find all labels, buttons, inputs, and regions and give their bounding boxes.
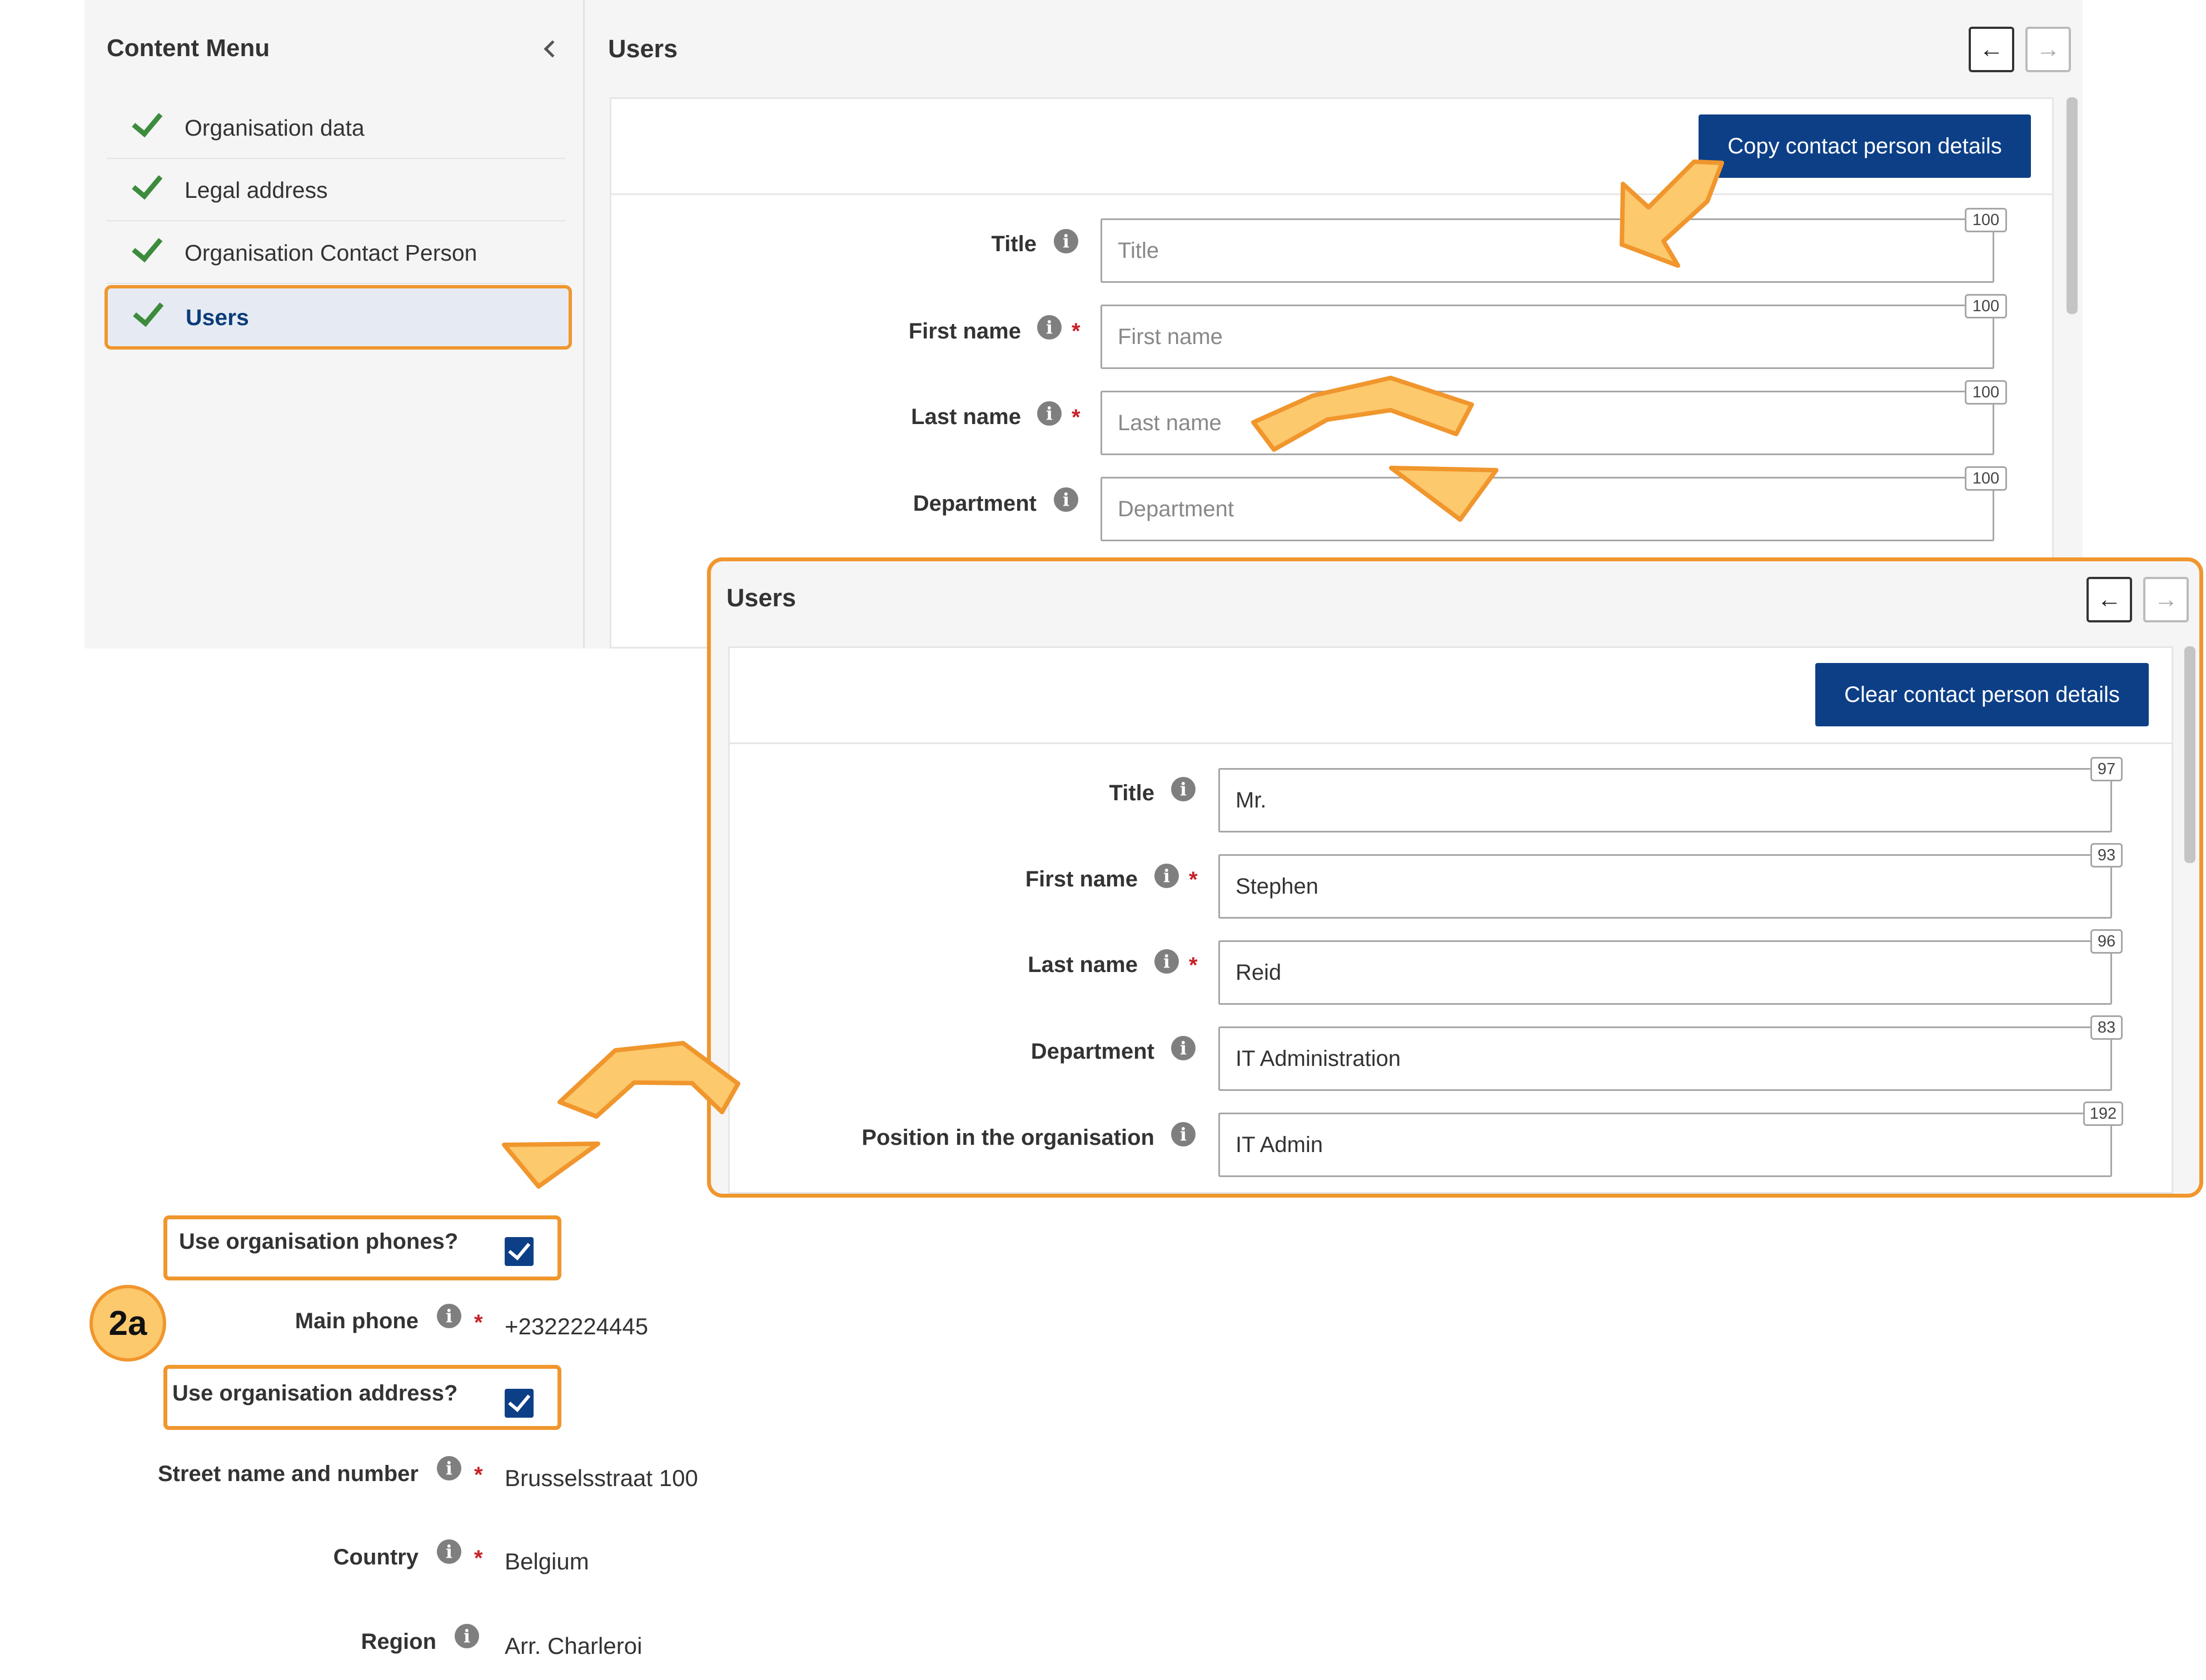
department-label: Department [1030,1039,1154,1064]
first-name-label: First name [908,319,1021,343]
sidebar-item-label: Users [186,304,249,330]
character-counter: 100 [1965,208,2007,232]
info-icon[interactable]: i [455,1624,479,1648]
title-label: Title [1109,781,1154,805]
arrow-left-icon: ← [1979,36,2004,63]
sidebar-item-organisation-contact-person[interactable]: Organisation Contact Person [107,223,565,284]
character-counter: 83 [2090,1015,2123,1040]
forward-button[interactable]: → [2025,27,2071,72]
main-phone-value: +2322224445 [505,1313,649,1339]
info-icon[interactable]: i [1171,1122,1196,1146]
street-name-label: Street name and number [157,1462,419,1486]
required-asterisk: * [1189,953,1198,978]
use-organisation-phones-label: Use organisation phones? [179,1229,459,1254]
last-name-label: Last name [911,405,1021,429]
info-icon[interactable]: i [1037,401,1062,426]
info-icon[interactable]: i [1171,777,1196,801]
title-input[interactable]: Mr. [1218,768,2112,832]
required-asterisk: * [1072,405,1080,430]
use-organisation-phones-checkbox[interactable] [505,1237,534,1266]
callout-arrow-icon [1389,466,1498,522]
info-icon[interactable]: i [1171,1036,1196,1060]
first-name-label: First name [1025,867,1138,891]
scrollbar[interactable] [2184,646,2195,863]
back-button[interactable]: ← [1969,27,2014,72]
character-counter: 100 [1965,294,2007,318]
street-name-value: Brusselsstraat 100 [505,1465,698,1491]
scrollbar[interactable] [2066,97,2078,314]
arrow-left-icon: ← [2097,586,2122,613]
use-organisation-phones-highlight [163,1215,561,1280]
character-counter: 96 [2090,929,2123,954]
users-panel-title: Users [608,34,678,63]
card-divider [730,742,2172,744]
required-asterisk: * [474,1546,483,1571]
first-name-input[interactable]: First name [1100,305,1994,369]
country-label: Country [333,1545,419,1569]
step-badge: 2a [89,1285,166,1362]
sidebar-item-users[interactable]: Users [104,285,572,350]
country-value: Belgium [505,1548,589,1574]
clear-contact-person-details-button[interactable]: Clear contact person details [1815,663,2149,726]
sidebar-item-label: Organisation data [185,114,365,141]
department-input[interactable]: IT Administration [1218,1026,2112,1091]
character-counter: 100 [1965,466,2007,491]
title-input[interactable]: Title [1100,218,1994,283]
info-icon[interactable]: i [437,1456,461,1480]
info-icon[interactable]: i [1054,487,1078,512]
position-in-organisation-label: Position in the organisation [862,1125,1154,1150]
callout-arrow-icon [557,1041,740,1119]
last-name-label: Last name [1028,953,1138,977]
character-counter: 93 [2090,843,2123,868]
last-name-input[interactable]: Last name [1100,391,1994,455]
region-value: Arr. Charleroi [505,1633,643,1659]
arrow-right-icon: → [2036,36,2060,63]
use-organisation-address-checkbox[interactable] [505,1389,534,1418]
main-phone-label: Main phone [295,1309,419,1333]
department-input[interactable]: Department [1100,477,1994,541]
first-name-input[interactable]: Stephen [1218,854,2112,919]
forward-button[interactable]: → [2143,577,2189,622]
callout-arrow-icon [1620,159,1724,268]
back-button[interactable]: ← [2087,577,2132,622]
sidebar-item-organisation-data[interactable]: Organisation data [107,98,565,159]
title-label: Title [991,232,1037,256]
callout-arrow-icon [502,1141,600,1189]
sidebar-item-label: Organisation Contact Person [185,240,477,266]
character-counter: 100 [1965,380,2007,405]
users-form-card [610,97,2054,649]
use-organisation-address-label: Use organisation address? [172,1381,458,1405]
checkbox-checked-icon [508,1237,531,1260]
required-asterisk: * [474,1463,483,1487]
region-label: Region [361,1629,436,1654]
checkbox-checked-icon [508,1389,531,1412]
department-label: Department [913,491,1037,516]
last-name-input[interactable]: Reid [1218,940,2112,1005]
info-icon[interactable]: i [1154,864,1179,888]
info-icon[interactable]: i [1054,229,1078,253]
arrow-right-icon: → [2154,586,2178,613]
info-icon[interactable]: i [1154,949,1179,974]
card-divider [611,193,2052,195]
position-in-organisation-input[interactable]: IT Admin [1218,1113,2112,1177]
use-organisation-address-highlight [163,1365,561,1430]
copy-contact-person-details-button[interactable]: Copy contact person details [1699,114,2031,178]
required-asterisk: * [1072,319,1080,343]
info-icon[interactable]: i [437,1539,461,1564]
users-form-card [728,646,2173,1194]
sidebar-item-label: Legal address [185,177,328,203]
info-icon[interactable]: i [1037,315,1062,340]
sidebar-item-legal-address[interactable]: Legal address [107,160,565,221]
required-asterisk: * [474,1310,483,1335]
content-menu-title: Content Menu [107,34,270,62]
character-counter: 97 [2090,757,2123,781]
info-icon[interactable]: i [437,1304,461,1328]
character-counter: 192 [2083,1101,2123,1126]
users-panel-title: Users [726,584,796,612]
required-asterisk: * [1189,868,1198,892]
callout-arrow-icon [1251,376,1474,452]
